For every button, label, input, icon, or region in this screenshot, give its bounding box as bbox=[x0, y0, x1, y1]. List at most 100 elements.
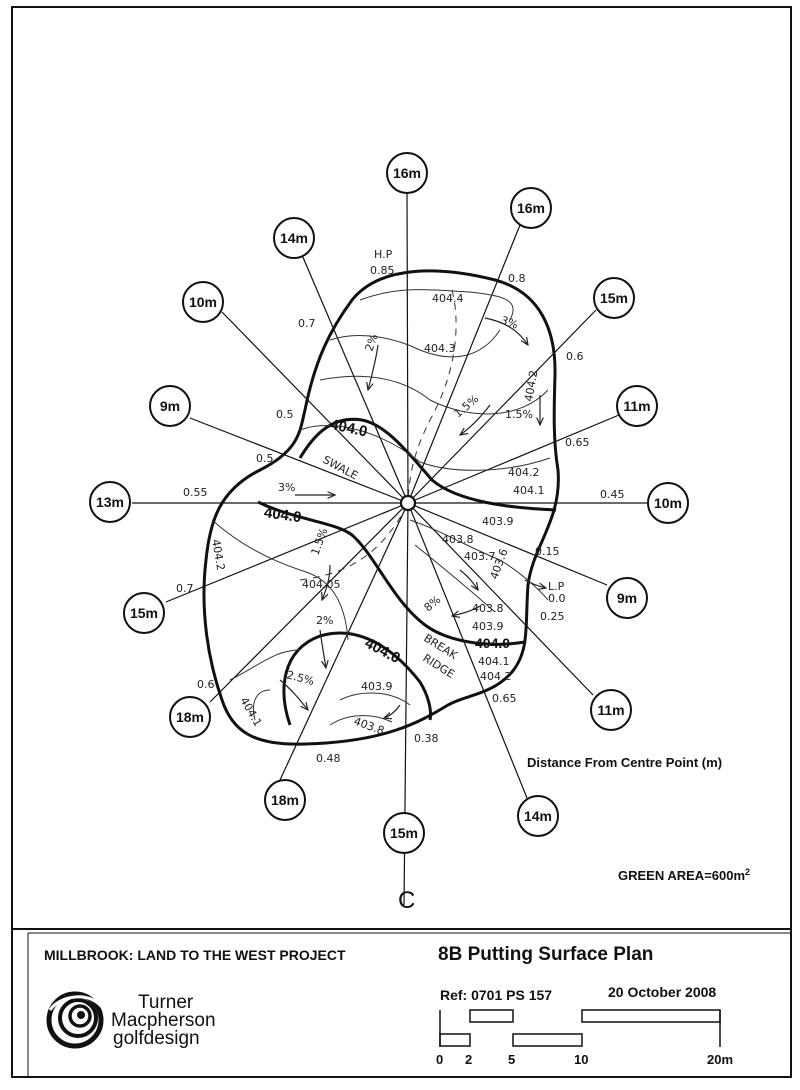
logo-text-line1: Turner bbox=[138, 992, 194, 1013]
distance-marker-circle bbox=[593, 277, 635, 319]
scale-label-0: 0 bbox=[436, 1052, 443, 1067]
green-area-note: GREEN AREA=600m2 bbox=[618, 867, 750, 883]
distance-marker-label: 11m bbox=[623, 398, 650, 414]
spot-annotation-a8: 404.2 bbox=[522, 369, 540, 402]
distance-marker-label: 15m bbox=[130, 605, 158, 621]
company-logo: Turner Macpherson golfdesign bbox=[46, 991, 216, 1049]
distance-marker-label: 13m bbox=[96, 494, 124, 510]
radial-distance-lines bbox=[132, 191, 648, 906]
spot-annotation-a41: 2.5% bbox=[285, 668, 315, 688]
distance-marker-w: 13m bbox=[89, 481, 131, 523]
spot-annotation-a40: 0.6 bbox=[197, 678, 215, 691]
scale-label-20m: 20m bbox=[707, 1052, 733, 1067]
spot-annotation-a28: 0.0 bbox=[548, 592, 566, 605]
distance-marker-label: 10m bbox=[654, 495, 682, 511]
spot-annotation-a29: 0.7 bbox=[176, 582, 194, 595]
distance-marker-label: 18m bbox=[176, 709, 204, 725]
distance-marker-e: 10m bbox=[647, 482, 689, 524]
spot-annotation-a6: 404.3 bbox=[424, 342, 456, 355]
contour-label-404-east: 404.0 bbox=[475, 635, 510, 651]
distance-marker-sse: 14m bbox=[517, 795, 559, 837]
distance-marker-sw: 18m bbox=[169, 696, 211, 738]
spot-annotation-a3: 3% bbox=[499, 314, 520, 332]
centreline-symbol: C bbox=[398, 887, 415, 914]
spot-annotation-a11: 0.5 bbox=[276, 408, 294, 421]
distance-marker-circle bbox=[273, 217, 315, 259]
distance-marker-s: 15m bbox=[383, 812, 425, 854]
spot-annotation-a18: 3% bbox=[278, 481, 295, 494]
distance-marker-circle bbox=[182, 281, 224, 323]
spot-annotation-a13: 0.5 bbox=[256, 452, 274, 465]
logo-swirl-icon bbox=[46, 991, 106, 1049]
spot-annotation-a46: 0.38 bbox=[414, 732, 439, 745]
scale-label-10: 10 bbox=[574, 1052, 588, 1067]
distance-marker-label: 15m bbox=[390, 825, 418, 841]
spot-annotation-a38: 404.1 bbox=[478, 655, 510, 668]
spot-annotation-a14: SWALE bbox=[321, 453, 361, 482]
ray-se bbox=[407, 502, 594, 696]
reference-number: Ref: 0701 PS 157 bbox=[440, 987, 552, 1003]
scale-bar-labels: 0 2 5 10 20m bbox=[436, 1052, 733, 1067]
distance-marker-circle bbox=[149, 385, 191, 427]
distance-marker-ssw: 18m bbox=[264, 779, 306, 821]
project-title: MILLBROOK: LAND TO THE WEST PROJECT bbox=[44, 947, 346, 963]
spot-annotation-a35: 2% bbox=[316, 614, 333, 627]
distance-marker-nw: 10m bbox=[182, 281, 224, 323]
distance-marker-nnw: 14m bbox=[273, 217, 315, 259]
spot-annotation-a30: 404.05 bbox=[302, 578, 341, 591]
distance-marker-label: 16m bbox=[517, 200, 545, 216]
spot-annotation-a42: 403.9 bbox=[361, 680, 393, 693]
distance-marker-se: 11m bbox=[590, 689, 632, 731]
distance-marker-label: 11m bbox=[597, 702, 624, 718]
spot-annotation-a4: 0.7 bbox=[298, 317, 316, 330]
plan-title: 8B Putting Surface Plan bbox=[438, 944, 653, 965]
spot-annotation-a24: 403.7 bbox=[464, 550, 496, 563]
ray-ssw bbox=[279, 502, 409, 781]
spot-annotation-a15: 404.2 bbox=[508, 466, 540, 479]
scale-label-2: 2 bbox=[465, 1052, 472, 1067]
spot-annotation-a23: 0.15 bbox=[535, 545, 560, 558]
distance-marker-circle bbox=[616, 385, 658, 427]
slope-arrows bbox=[279, 317, 546, 718]
distance-note: Distance From Centre Point (m) bbox=[527, 755, 722, 770]
green-outline bbox=[202, 269, 560, 746]
spot-annotation-a25: 404.2 bbox=[209, 538, 227, 571]
spot-annotation-a9: 1.5% bbox=[452, 392, 482, 420]
contour-404-west bbox=[257, 500, 526, 646]
scale-label-5: 5 bbox=[508, 1052, 515, 1067]
spot-annotation-a19: 0.45 bbox=[600, 488, 625, 501]
contour-404-south bbox=[282, 631, 432, 726]
dashed-guide-lines bbox=[299, 289, 457, 581]
spot-annotation-hp: H.P bbox=[374, 248, 393, 261]
distance-markers: 16m16m14m15m10m11m9m10m13m9m15m11m18m14m… bbox=[89, 152, 689, 854]
spot-annotation-a27: L.P bbox=[548, 580, 565, 593]
distance-marker-ene: 11m bbox=[616, 385, 658, 427]
ray-sw bbox=[209, 502, 409, 703]
spot-annotation-a17: 0.55 bbox=[183, 486, 208, 499]
distance-marker-circle bbox=[606, 577, 648, 619]
spot-annotation-a16: 404.1 bbox=[513, 484, 545, 497]
distance-marker-circle bbox=[123, 592, 165, 634]
scale-bar bbox=[439, 1009, 721, 1047]
ray-ese bbox=[407, 502, 608, 586]
spot-annotation-a2: 404.4 bbox=[432, 292, 464, 305]
distance-marker-circle bbox=[89, 481, 131, 523]
centre-point bbox=[399, 494, 417, 512]
distance-marker-label: 15m bbox=[600, 290, 628, 306]
drawing-date: 20 October 2008 bbox=[608, 984, 716, 1000]
sheet-border bbox=[11, 6, 792, 1078]
spot-annotation-hp_val: 0.85 bbox=[370, 264, 395, 277]
spot-annotation-a31: 8% bbox=[422, 593, 444, 614]
distance-marker-wsw: 15m bbox=[123, 592, 165, 634]
spot-annotation-a10: 1.5% bbox=[505, 408, 533, 421]
spot-annotation-a7: 0.6 bbox=[566, 350, 584, 363]
ray-ne bbox=[407, 309, 597, 504]
spot-annotation-a34: 403.9 bbox=[472, 620, 504, 633]
ray-nnw bbox=[301, 254, 409, 504]
spot-annotation-a43: 404.1 bbox=[237, 695, 264, 729]
ray-nne bbox=[407, 224, 521, 504]
spot-annotation-a39: 404.2 bbox=[480, 670, 512, 683]
thin-contours bbox=[211, 289, 551, 726]
ray-sse bbox=[407, 502, 528, 799]
distance-marker-circle bbox=[386, 152, 428, 194]
